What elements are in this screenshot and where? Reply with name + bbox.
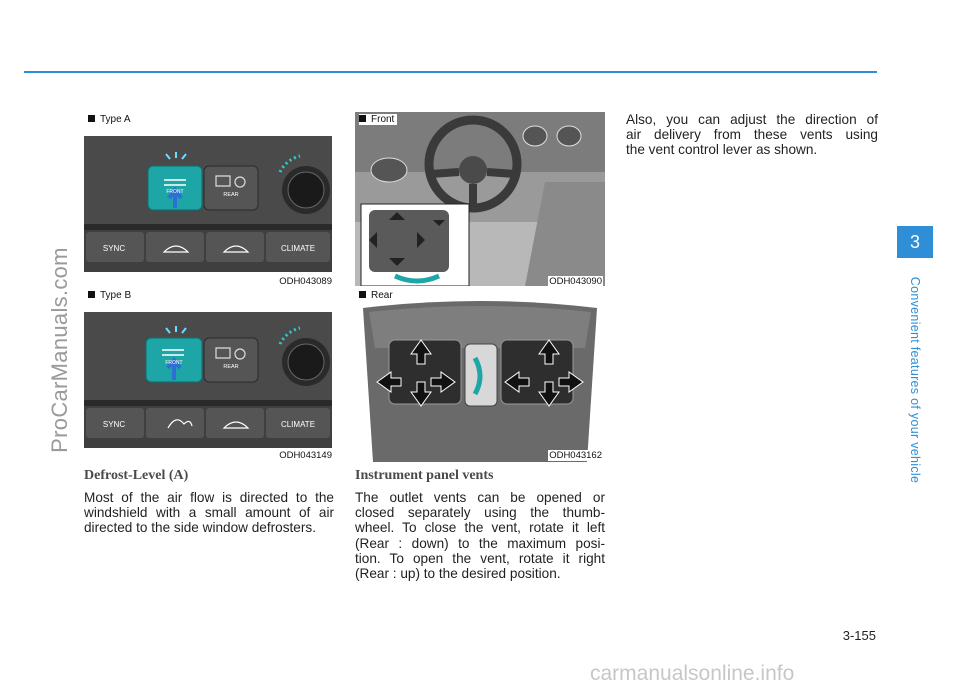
interior-front-illustration: [355, 112, 605, 286]
site-watermark: carmanualsonline.info: [590, 662, 795, 685]
figure-label: Type A: [88, 114, 131, 125]
svg-text:SYNC: SYNC: [103, 420, 125, 429]
figure-type-b: Type B FRONT REAR SYNC CLIMATE ODH043149: [84, 288, 332, 462]
chapter-number-tab: 3: [897, 226, 933, 258]
figure-rear: Rear ODH043162: [355, 288, 605, 462]
svg-text:SYNC: SYNC: [103, 244, 125, 253]
front-btn-text: FRONT: [166, 189, 183, 195]
figure-label: Rear: [359, 290, 393, 301]
header-rule: [24, 71, 877, 73]
figure-code: ODH043089: [279, 276, 332, 287]
figure-code: ODH043162: [548, 450, 603, 461]
figure-label: Type B: [88, 290, 131, 301]
section-heading-defrost: Defrost-Level (A): [84, 468, 189, 483]
figure-code: ODH043149: [279, 450, 332, 461]
svg-text:REAR: REAR: [223, 192, 238, 198]
rear-vent-illustration: [355, 288, 605, 462]
figure-front: Front ODH043090: [355, 112, 605, 287]
svg-text:FRONT: FRONT: [165, 360, 182, 366]
figure-label: Front: [359, 114, 398, 125]
page-number: 3-155: [842, 628, 876, 643]
climate-panel-illustration: FRONT REAR SYNC CLIMATE: [84, 136, 332, 272]
svg-text:CLIMATE: CLIMATE: [281, 420, 315, 429]
svg-text:CLIMATE: CLIMATE: [281, 244, 315, 253]
section-heading-vents: Instrument panel vents: [355, 468, 494, 483]
climate-panel-illustration: FRONT REAR SYNC CLIMATE: [84, 312, 332, 448]
svg-text:REAR: REAR: [223, 364, 238, 370]
paragraph-direction: Also, you can adjust the direction of ai…: [626, 112, 878, 158]
figure-type-a: Type A FRONT REAR SYNC CLIMATE ODH043089: [84, 112, 332, 287]
figure-code: ODH043090: [548, 276, 603, 287]
chapter-title: Convenient features of your vehicle: [908, 276, 922, 484]
paragraph-vents: The outlet vents can be opened or closed…: [355, 490, 605, 582]
side-watermark: ProCarManuals.com: [47, 247, 72, 453]
paragraph-defrost: Most of the air flow is directed to the …: [84, 490, 334, 536]
